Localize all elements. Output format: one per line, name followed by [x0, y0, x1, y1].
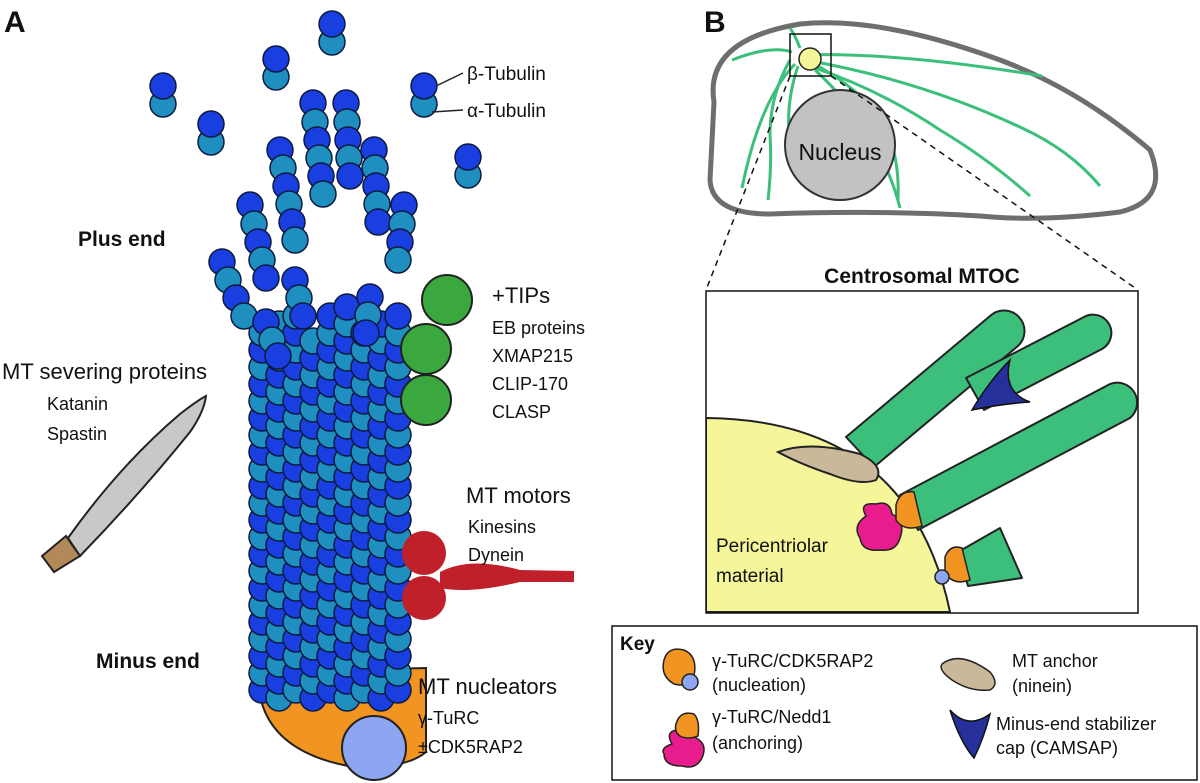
key-item2-line1: γ-TuRC/Nedd1	[712, 707, 831, 727]
tubulin-subunit	[252, 264, 280, 292]
gamma-turc-cdk5rap2-key-icon	[662, 648, 699, 691]
camsap-cap	[970, 357, 1031, 412]
motors-title: MT motors	[466, 483, 571, 508]
tubulin-subunit	[352, 319, 380, 347]
camsap-key-icon	[949, 709, 992, 760]
dynein-motor	[402, 531, 574, 620]
severing-title: MT severing proteins	[2, 359, 207, 384]
mtoc-zoom	[706, 291, 1138, 613]
pericentriolar-material	[706, 416, 952, 613]
tubulin-subunit	[384, 302, 412, 330]
tip-sphere	[400, 323, 452, 375]
minus-end-label: Minus end	[96, 650, 200, 673]
tubulin-subunit	[336, 162, 364, 190]
severing-item: Katanin	[47, 394, 108, 414]
nucleators-title: MT nucleators	[418, 674, 557, 699]
beta-tubulin	[149, 72, 177, 100]
key-item3-line1: MT anchor	[1012, 651, 1098, 671]
key-item4-line2: cap (CAMSAP)	[996, 738, 1118, 758]
motors-item: Kinesins	[468, 517, 536, 537]
microtubule	[208, 89, 418, 712]
tip-sphere	[421, 274, 473, 326]
tips-proteins	[400, 274, 473, 426]
tubulin-subunit	[289, 302, 317, 330]
key-title: Key	[620, 634, 655, 655]
mtoc-title: Centrosomal MTOC	[824, 265, 1020, 288]
cdk5rap2	[934, 569, 950, 585]
beta-tubulin	[454, 143, 482, 171]
plus-end-label: Plus end	[78, 228, 166, 251]
centrosome	[798, 47, 822, 71]
knife-icon	[40, 394, 208, 574]
gamma-turc-nedd1-key-icon	[662, 712, 705, 768]
motors-item: Dynein	[468, 545, 524, 565]
tubulin-subunit	[264, 342, 292, 370]
tips-item: CLASP	[492, 402, 551, 422]
nedd1	[856, 502, 903, 551]
pcm-label-line2: material	[716, 566, 784, 587]
key-item1-line1: γ-TuRC/CDK5RAP2	[712, 651, 873, 671]
panel-a-label: A	[4, 6, 26, 39]
tips-item: EB proteins	[492, 318, 585, 338]
nucleus-label: Nucleus	[798, 139, 881, 165]
beta-tubulin	[197, 110, 225, 138]
panel-b-label: B	[704, 6, 726, 39]
tip-sphere	[400, 374, 452, 426]
tubulin-subunit	[281, 226, 309, 254]
severing-item: Spastin	[47, 424, 107, 444]
beta-tubulin	[410, 72, 438, 100]
key-item4-line1: Minus-end stabilizer	[996, 714, 1156, 734]
key-item3-line2: (ninein)	[1012, 676, 1072, 696]
alpha-tubulin-label: α-Tubulin	[467, 101, 546, 122]
tubulin-subunit	[364, 208, 392, 236]
nucleus	[784, 89, 896, 201]
ninein-anchor	[775, 445, 880, 483]
cdk5rap2-sphere	[341, 715, 407, 781]
nucleators-item: ±CDK5RAP2	[418, 737, 523, 757]
tips-item: CLIP-170	[492, 374, 568, 394]
tubulin-subunit	[309, 180, 337, 208]
centrosome-box	[789, 33, 832, 77]
pcm-label-line1: Pericentriolar	[716, 536, 829, 557]
ninein-key-icon	[940, 657, 996, 692]
key-box	[611, 625, 1198, 781]
beta-tubulin	[262, 45, 290, 73]
tips-item: XMAP215	[492, 346, 573, 366]
beta-tubulin	[318, 10, 346, 38]
tubulin-subunit	[384, 246, 412, 274]
key-item2-line2: (anchoring)	[712, 733, 803, 753]
gamma-turc	[895, 491, 923, 529]
tips-title: +TIPs	[492, 283, 550, 308]
free-tubulin-dimers	[149, 10, 482, 189]
mtoc-zoom-frame	[705, 290, 1139, 614]
key-item1-line2: (nucleation)	[712, 675, 806, 695]
beta-tubulin-label: β-Tubulin	[467, 64, 546, 85]
nucleators-item: γ-TuRC	[418, 708, 479, 728]
cell-outline	[707, 20, 1159, 221]
